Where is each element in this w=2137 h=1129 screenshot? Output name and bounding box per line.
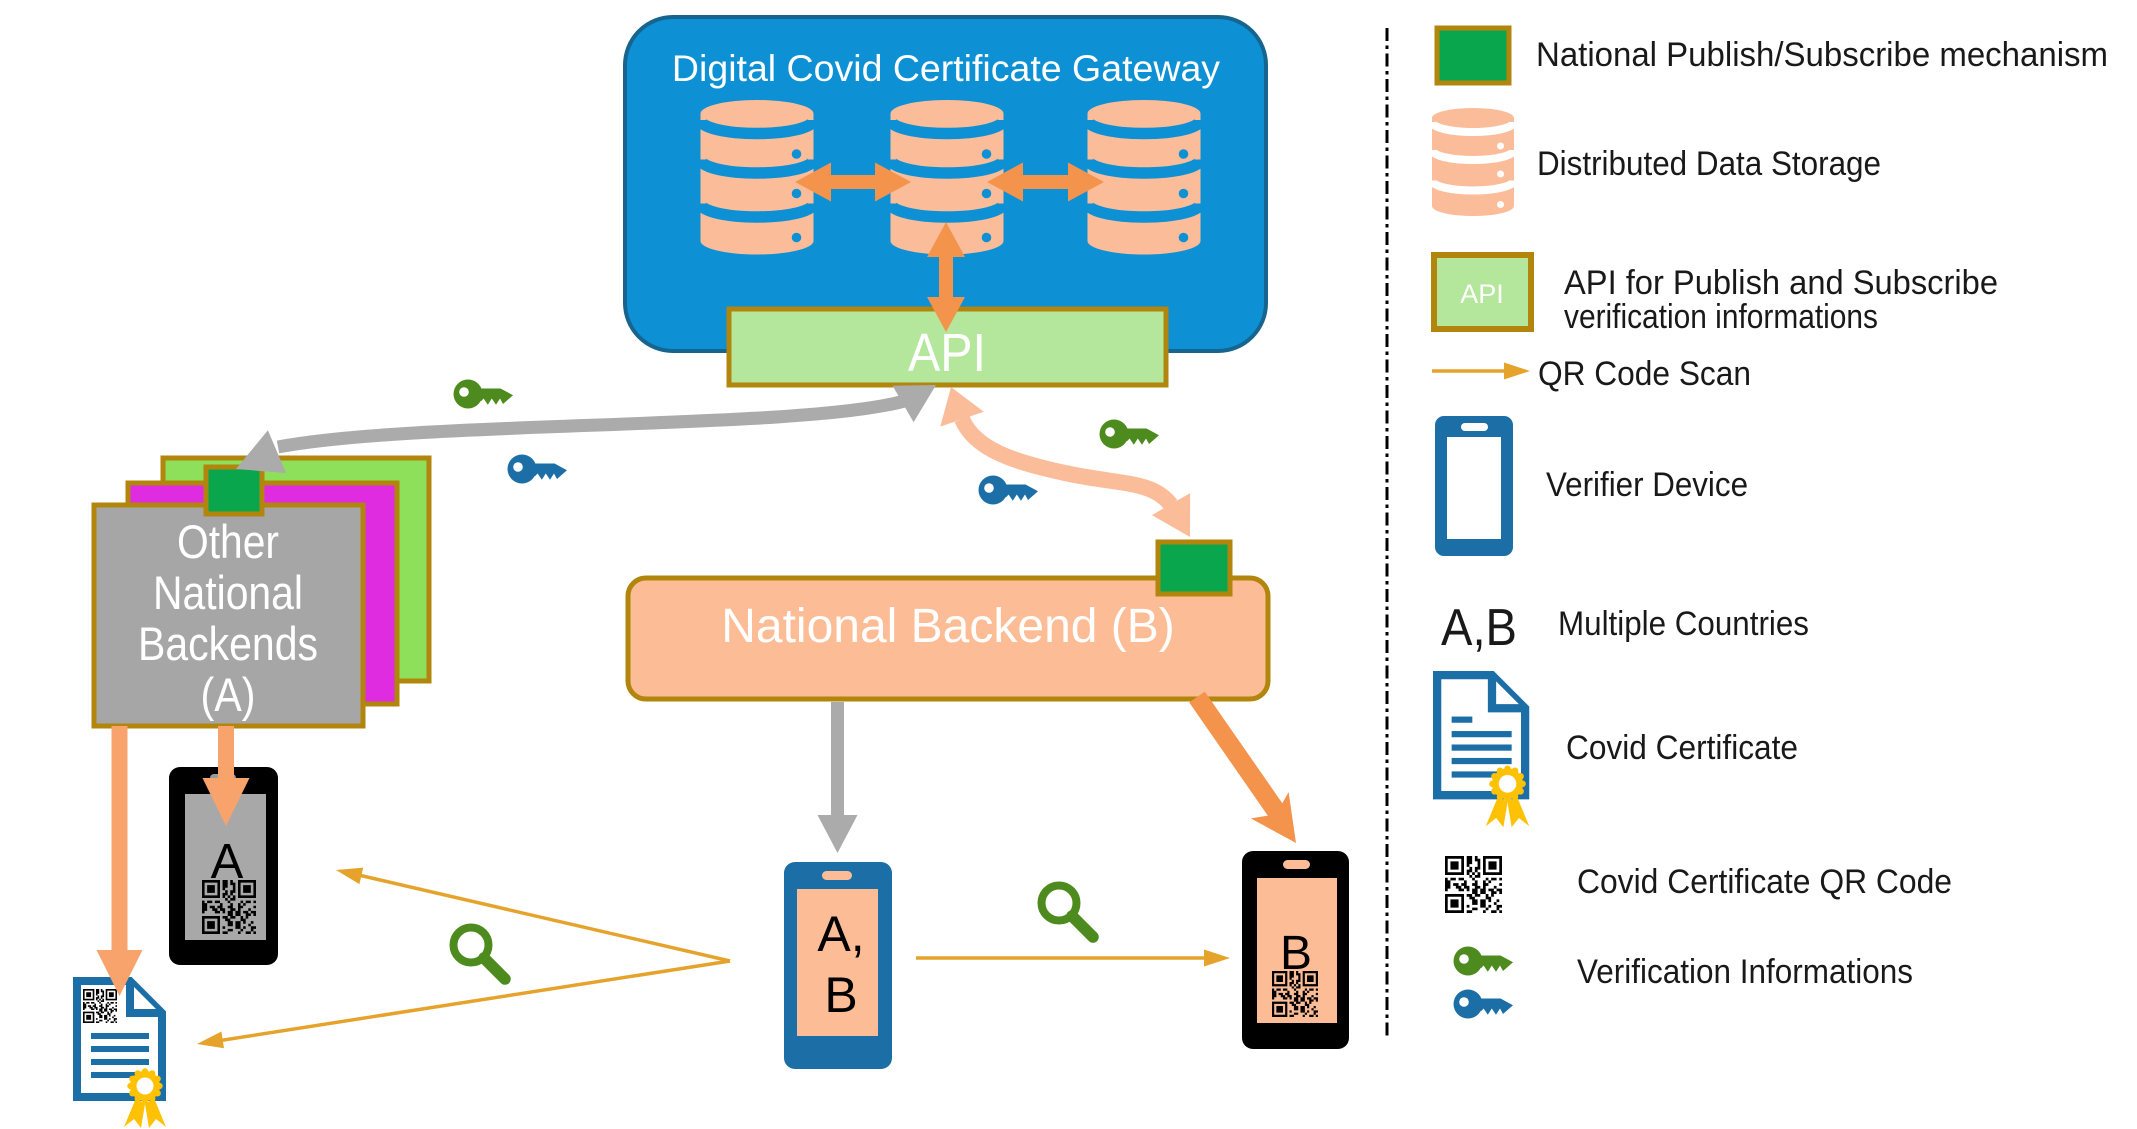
svg-text:National: National <box>153 566 303 619</box>
svg-text:Multiple Countries: Multiple Countries <box>1558 605 1809 643</box>
svg-text:A,: A, <box>817 906 864 962</box>
svg-text:A,B: A,B <box>1441 599 1517 657</box>
svg-text:Covid Certificate QR Code: Covid Certificate QR Code <box>1577 863 1952 901</box>
svg-text:National Publish/Subscribe mec: National Publish/Subscribe mechanism <box>1536 36 2108 74</box>
svg-text:Covid Certificate: Covid Certificate <box>1566 729 1798 767</box>
svg-text:Digital Covid Certificate Gate: Digital Covid Certificate Gateway <box>672 47 1220 89</box>
svg-text:National Backend (B): National Backend (B) <box>721 600 1175 653</box>
svg-text:API for Publish and Subscribe: API for Publish and Subscribe <box>1564 264 1998 302</box>
svg-text:Verification Informations: Verification Informations <box>1577 953 1913 991</box>
svg-text:Other: Other <box>177 515 279 568</box>
svg-text:API: API <box>1460 279 1504 309</box>
svg-text:(A): (A) <box>201 668 256 721</box>
svg-text:Backends: Backends <box>138 617 318 670</box>
svg-text:B: B <box>824 967 857 1023</box>
svg-text:Distributed Data Storage: Distributed Data Storage <box>1537 145 1881 183</box>
svg-text:Verifier Device: Verifier Device <box>1546 466 1748 504</box>
svg-text:verification informations: verification informations <box>1564 298 1878 336</box>
svg-text:QR Code Scan: QR Code Scan <box>1538 355 1751 393</box>
svg-text:API: API <box>908 323 986 383</box>
